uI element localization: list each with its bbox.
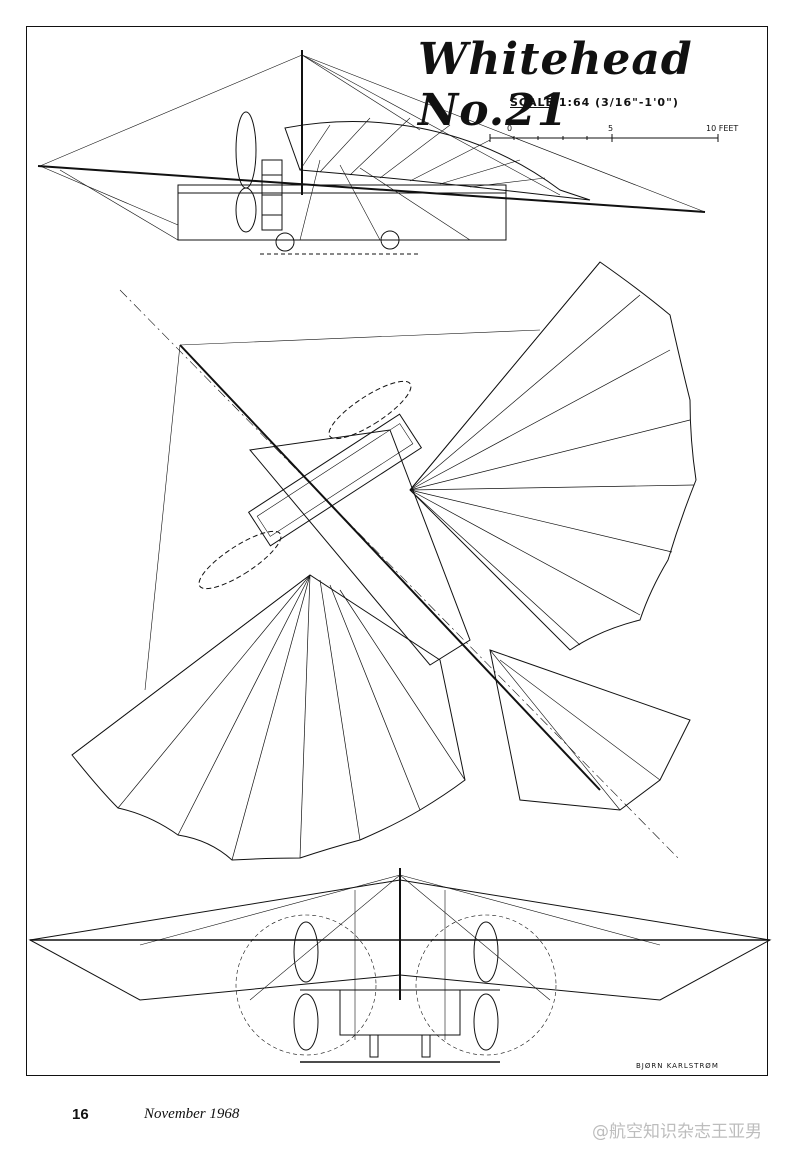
plan-engine-frame — [247, 413, 423, 547]
scale-prefix: SCALE — [510, 96, 555, 109]
scale-text: SCALE 1:64 (3/16"-1'0") — [510, 96, 679, 109]
drawing-border — [26, 26, 768, 1076]
page-number: 16 — [72, 1106, 89, 1123]
side-boom — [37, 165, 706, 213]
side-fuselage — [177, 184, 507, 241]
scale-bar-label-5: 5 — [608, 124, 614, 133]
plan-wing-right — [409, 261, 697, 651]
side-wing — [284, 121, 591, 201]
front-propeller-left-lower — [293, 993, 319, 1051]
side-propeller-upper — [235, 111, 257, 189]
scale-bar-label-10: 10 FEET — [706, 124, 739, 133]
side-wheel-rear — [380, 230, 400, 250]
front-wheel-left — [369, 1034, 379, 1058]
plan-wing-left — [71, 574, 466, 861]
issue-date: November 1968 — [144, 1106, 240, 1122]
plan-fuselage — [249, 429, 471, 666]
front-view — [28, 868, 772, 1063]
plan-view — [71, 261, 697, 861]
plan-propeller-lower — [198, 530, 282, 590]
artist-signature: BJØRN KARLSTRØM — [636, 1062, 719, 1070]
plan-centerline — [119, 289, 681, 861]
front-propeller-left-upper — [293, 921, 319, 983]
side-propeller-lower — [235, 187, 257, 233]
watermark: @航空知识杂志王亚男 — [592, 1122, 762, 1142]
front-propeller-right-upper — [473, 921, 499, 983]
plan-tail — [489, 649, 691, 811]
scale-bar-label-0: 0 — [507, 124, 513, 133]
plan-boom — [179, 344, 601, 791]
drawing-title: Whitehead No.21 — [418, 34, 693, 136]
plan-propeller-upper — [328, 380, 412, 440]
front-propeller-right-lower — [473, 993, 499, 1051]
scale-detail: (3/16"-1'0") — [595, 96, 679, 109]
side-view — [37, 50, 706, 255]
scale-bar — [489, 134, 719, 142]
scale-ratio: 1:64 — [558, 96, 591, 109]
front-wheel-right — [421, 1034, 431, 1058]
side-wheel-front — [275, 232, 295, 252]
